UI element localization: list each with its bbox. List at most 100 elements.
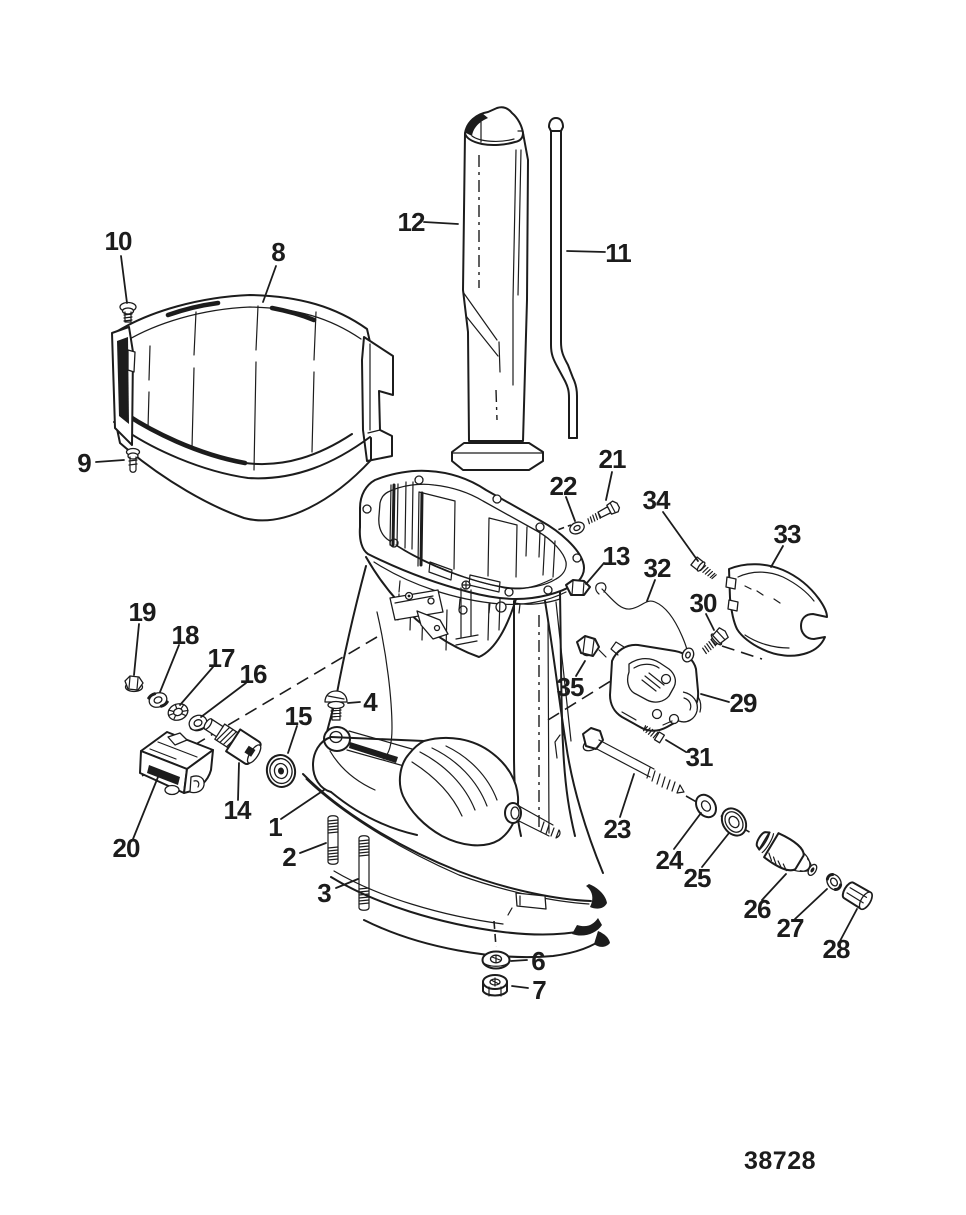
leader-line-20 <box>132 776 159 840</box>
leader-line-29 <box>700 693 730 703</box>
leader-line-9 <box>95 459 125 463</box>
callout-28: 28 <box>823 934 850 964</box>
housing-interior-ribs <box>389 481 556 593</box>
seal-15 <box>265 754 297 788</box>
callout-26: 26 <box>744 894 771 924</box>
leader-line-17 <box>179 666 214 706</box>
callout-30: 30 <box>690 588 717 618</box>
leader-line-15 <box>287 725 298 754</box>
cover-33 <box>725 563 828 657</box>
leader-line-18 <box>159 644 180 693</box>
leader-line-33 <box>770 545 784 568</box>
callout-24: 24 <box>656 845 684 875</box>
sensor-assembly <box>124 675 348 796</box>
callout-1: 1 <box>268 812 282 842</box>
leader-line-13 <box>585 562 605 585</box>
callout-17: 17 <box>208 643 235 673</box>
callout-15: 15 <box>285 701 312 731</box>
leader-line-8 <box>262 265 277 303</box>
callout-13: 13 <box>603 541 630 571</box>
callout-20: 20 <box>113 833 140 863</box>
callout-6: 6 <box>531 946 545 976</box>
band-screw-top <box>119 301 137 323</box>
sensor-14 <box>203 718 262 766</box>
leader-line-10 <box>120 255 128 304</box>
deflector-band <box>111 294 394 522</box>
callout-7: 7 <box>532 975 546 1005</box>
front-mount-ear <box>323 726 413 791</box>
figure-part-number: 38728 <box>744 1147 816 1175</box>
leader-line-4 <box>347 701 361 704</box>
shift-rod <box>548 117 578 439</box>
plug-screw-4 <box>324 690 348 721</box>
leader-line-3 <box>335 878 359 889</box>
washer-24 <box>695 793 717 819</box>
washer-25 <box>720 807 748 837</box>
leader-line-25 <box>701 832 730 868</box>
band-screw-bottom <box>125 447 141 473</box>
leader-line-14 <box>237 762 240 801</box>
callout-14: 14 <box>224 795 252 825</box>
callout-9: 9 <box>77 448 91 478</box>
right-hardware <box>565 500 828 744</box>
leader-line-21 <box>605 471 613 501</box>
leader-line-11 <box>566 250 606 253</box>
lock-washer-18 <box>147 692 169 708</box>
shift-linkage-detail <box>389 580 479 646</box>
flange-nut-35 <box>576 635 607 658</box>
callout-29: 29 <box>730 688 757 718</box>
callout-22: 22 <box>550 471 577 501</box>
callout-12: 12 <box>398 207 425 237</box>
leader-line-22 <box>565 496 576 522</box>
callout-23: 23 <box>604 814 631 844</box>
callout-27: 27 <box>777 913 804 943</box>
callout-2: 2 <box>282 842 296 872</box>
callout-21: 21 <box>599 444 626 474</box>
leader-line-1 <box>280 789 325 820</box>
leader-line-31 <box>665 739 687 753</box>
anti-ventilation-plate <box>302 773 610 959</box>
bottom-hardware <box>327 815 511 997</box>
bolt-23 <box>582 727 685 794</box>
bolt-21 <box>587 500 621 525</box>
ground-wire-32 <box>595 582 695 663</box>
exhaust-tube <box>451 106 544 471</box>
callout-33: 33 <box>774 519 801 549</box>
screw-34 <box>690 556 717 580</box>
torpedo <box>312 736 561 847</box>
leader-line-35 <box>575 660 586 677</box>
leader-line-34 <box>662 511 699 562</box>
washer-16 <box>188 714 208 732</box>
anode-26 <box>755 831 818 877</box>
leader-line-19 <box>133 623 140 676</box>
washer-22 <box>569 521 585 535</box>
washer-6 <box>481 950 511 970</box>
callout-31: 31 <box>686 742 713 772</box>
leader-line-23 <box>619 773 635 818</box>
stud-2 <box>327 815 339 865</box>
callout-32: 32 <box>644 553 671 583</box>
callout-34: 34 <box>643 485 671 515</box>
leader-line-24 <box>673 812 702 850</box>
connector-20 <box>139 731 214 796</box>
leader-line-7 <box>511 985 529 989</box>
callout-8: 8 <box>271 237 285 267</box>
callout-19: 19 <box>129 597 156 627</box>
leader-line-27 <box>794 888 828 920</box>
leader-line-26 <box>761 873 787 901</box>
nut-7 <box>482 974 508 997</box>
screw-30 <box>702 627 729 655</box>
nut-28 <box>841 881 873 911</box>
flange-nut-19 <box>124 675 144 693</box>
callout-11: 11 <box>605 238 631 268</box>
nut-13 <box>565 579 591 596</box>
callout-10: 10 <box>105 226 132 256</box>
leader-line-28 <box>839 908 858 942</box>
leader-line-32 <box>646 579 656 602</box>
anode-assembly <box>582 727 873 911</box>
callout-35: 35 <box>557 672 584 702</box>
stud-3 <box>358 835 370 911</box>
